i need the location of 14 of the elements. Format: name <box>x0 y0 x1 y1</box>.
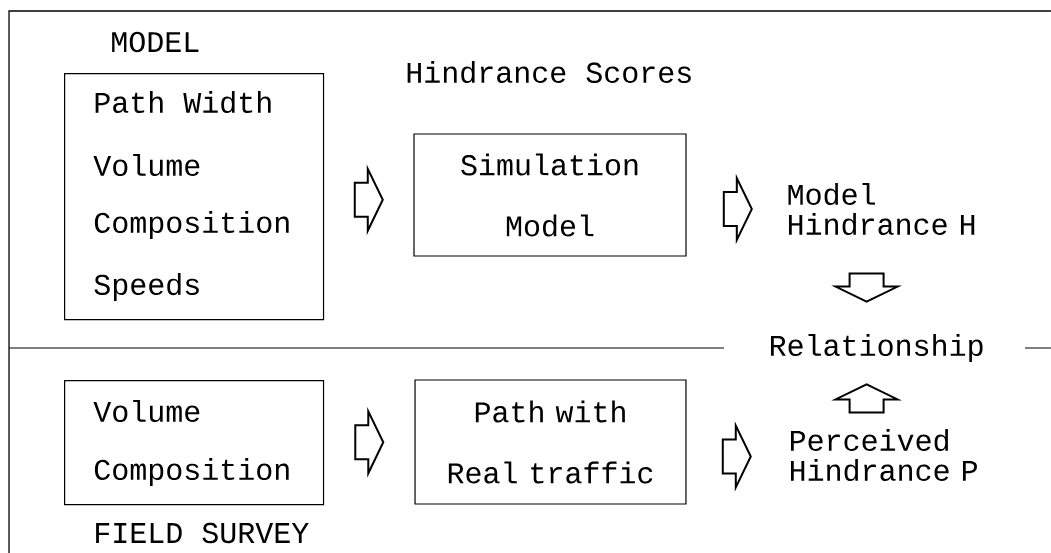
section-label: Hindrance Scores <box>407 60 691 84</box>
input-box: Path Width Volume Composition Speeds <box>64 73 325 321</box>
block-arrow <box>721 421 752 492</box>
block-arrow <box>722 173 753 245</box>
block-arrow <box>354 406 385 478</box>
block-arrow <box>831 383 902 414</box>
process-box: Path with Real traffic <box>414 379 687 505</box>
process-box: Simulation Model <box>413 133 687 257</box>
result-text: Perceived Hindrance P <box>791 428 977 482</box>
block-arrow <box>831 272 902 303</box>
block-arrow <box>353 164 384 236</box>
result-text: Relationship <box>771 334 983 362</box>
input-box: Volume Composition <box>64 380 325 506</box>
result-text: Model Hindrance H <box>788 182 975 236</box>
